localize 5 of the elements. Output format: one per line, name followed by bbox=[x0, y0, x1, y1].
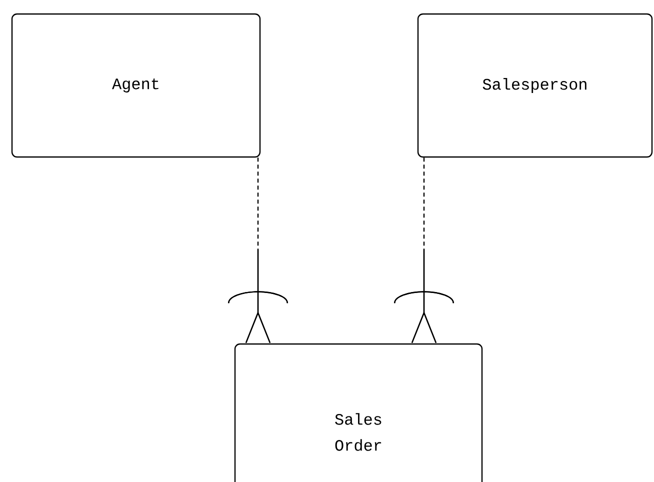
relationship-line bbox=[228, 158, 288, 344]
entity-box: Agent bbox=[11, 13, 261, 158]
relationship-line bbox=[394, 158, 454, 344]
entity-box: Sales Order bbox=[234, 343, 483, 482]
entity-box: Salesperson bbox=[417, 13, 653, 158]
